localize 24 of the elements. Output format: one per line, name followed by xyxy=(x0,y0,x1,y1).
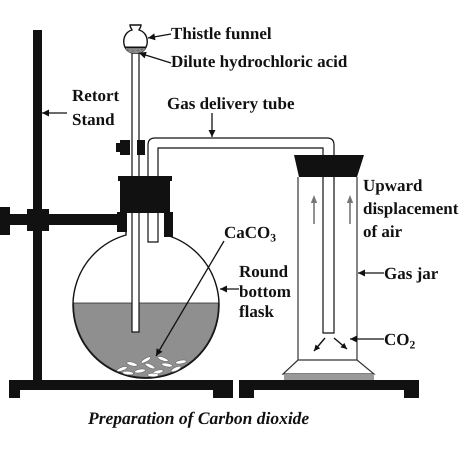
leader-line xyxy=(350,336,384,342)
part-label: CO$_{2}$ xyxy=(384,330,416,349)
gas-jar xyxy=(297,176,358,361)
stand-rod xyxy=(33,30,42,380)
leader-line xyxy=(358,270,384,276)
leader-line xyxy=(155,240,225,356)
jar-stand xyxy=(239,380,419,398)
leader-line xyxy=(138,52,172,64)
leader-line xyxy=(208,113,216,137)
part-label: Gas delivery tube xyxy=(167,94,294,113)
acid-liquid xyxy=(125,46,146,53)
leader-line xyxy=(42,110,67,116)
part-label: Thistle funnel xyxy=(171,24,272,43)
stand-base xyxy=(9,380,233,398)
annotation-text: Upward displacement of air xyxy=(363,175,460,243)
part-label: CaCO$_{3}$ xyxy=(224,223,276,242)
leader-line xyxy=(148,33,172,40)
leader-line xyxy=(220,286,239,292)
solid-chips xyxy=(114,356,187,377)
part-label: Dilute hydrochloric acid xyxy=(171,52,348,71)
part-label: Retort Stand xyxy=(67,84,120,132)
part-label: Gas jar xyxy=(384,264,438,283)
figure-caption: Preparation of Carbon dioxide xyxy=(88,409,310,428)
part-label: Round bottom flask xyxy=(239,262,291,322)
